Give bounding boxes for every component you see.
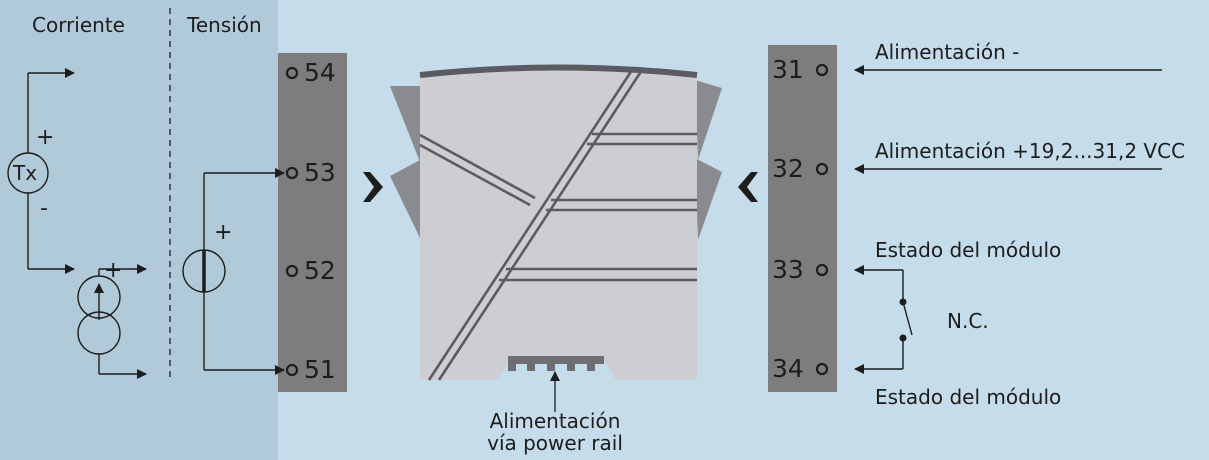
power-rail-label-line2: vía power rail <box>487 431 623 455</box>
module-top-edge <box>419 64 698 78</box>
terminal-51-dot <box>285 363 299 377</box>
status-bottom-label: Estado del módulo <box>875 385 1062 409</box>
header-current: Corriente <box>32 13 125 37</box>
source-plus-sign: + <box>104 258 123 283</box>
chevron-right-icon <box>363 172 383 202</box>
module-stripes <box>419 69 697 381</box>
voltage-source-wiring <box>203 168 285 375</box>
terminal-51-label: 51 <box>304 355 336 384</box>
terminal-54-label: 54 <box>304 58 336 87</box>
current-source-icon <box>77 275 121 355</box>
terminal-52-dot <box>285 264 299 278</box>
input-terminal-strip <box>278 53 347 392</box>
tx-minus-sign: - <box>40 196 48 221</box>
contact-node-bottom <box>899 334 907 342</box>
transmitter-symbol <box>7 152 49 194</box>
supply-plus-label: Alimentación +19,2...31,2 VCC <box>875 139 1186 163</box>
terminal-53-label: 53 <box>304 158 336 187</box>
contact-node-top <box>899 298 907 306</box>
status-top-label: Estado del módulo <box>875 238 1062 262</box>
terminal-32-dot <box>815 162 829 176</box>
terminal-34-dot <box>815 362 829 376</box>
supply-wiring <box>854 65 1162 174</box>
terminal-34-label: 34 <box>772 354 804 383</box>
terminal-52-label: 52 <box>304 256 336 285</box>
module-body <box>420 67 697 380</box>
terminal-54-dot <box>285 66 299 80</box>
header-voltage: Tensión <box>187 13 262 37</box>
tx-plus-sign: + <box>36 125 55 150</box>
power-rail-label-line1: Alimentación <box>489 409 621 433</box>
supply-terminal-strip <box>768 45 837 392</box>
terminal-33-dot <box>815 263 829 277</box>
terminal-31-label: 31 <box>772 55 804 84</box>
power-rail-label: Alimentación vía power rail <box>455 410 655 454</box>
input-panel <box>0 0 278 460</box>
terminal-33-label: 33 <box>772 255 804 284</box>
module-flanges <box>390 80 722 240</box>
current-loop-wiring <box>27 68 147 379</box>
supply-minus-label: Alimentación - <box>875 40 1020 64</box>
status-contact-wiring <box>854 265 913 374</box>
voltage-source-icon <box>182 249 226 293</box>
contact-nc-label: N.C. <box>947 309 989 333</box>
terminal-32-label: 32 <box>772 154 804 183</box>
chevron-left-icon <box>738 172 758 202</box>
power-rail-connector <box>508 356 604 371</box>
voltage-plus-sign: + <box>214 220 233 245</box>
transmitter-label: Tx <box>13 161 38 185</box>
terminal-53-dot <box>285 166 299 180</box>
terminal-31-dot <box>815 63 829 77</box>
